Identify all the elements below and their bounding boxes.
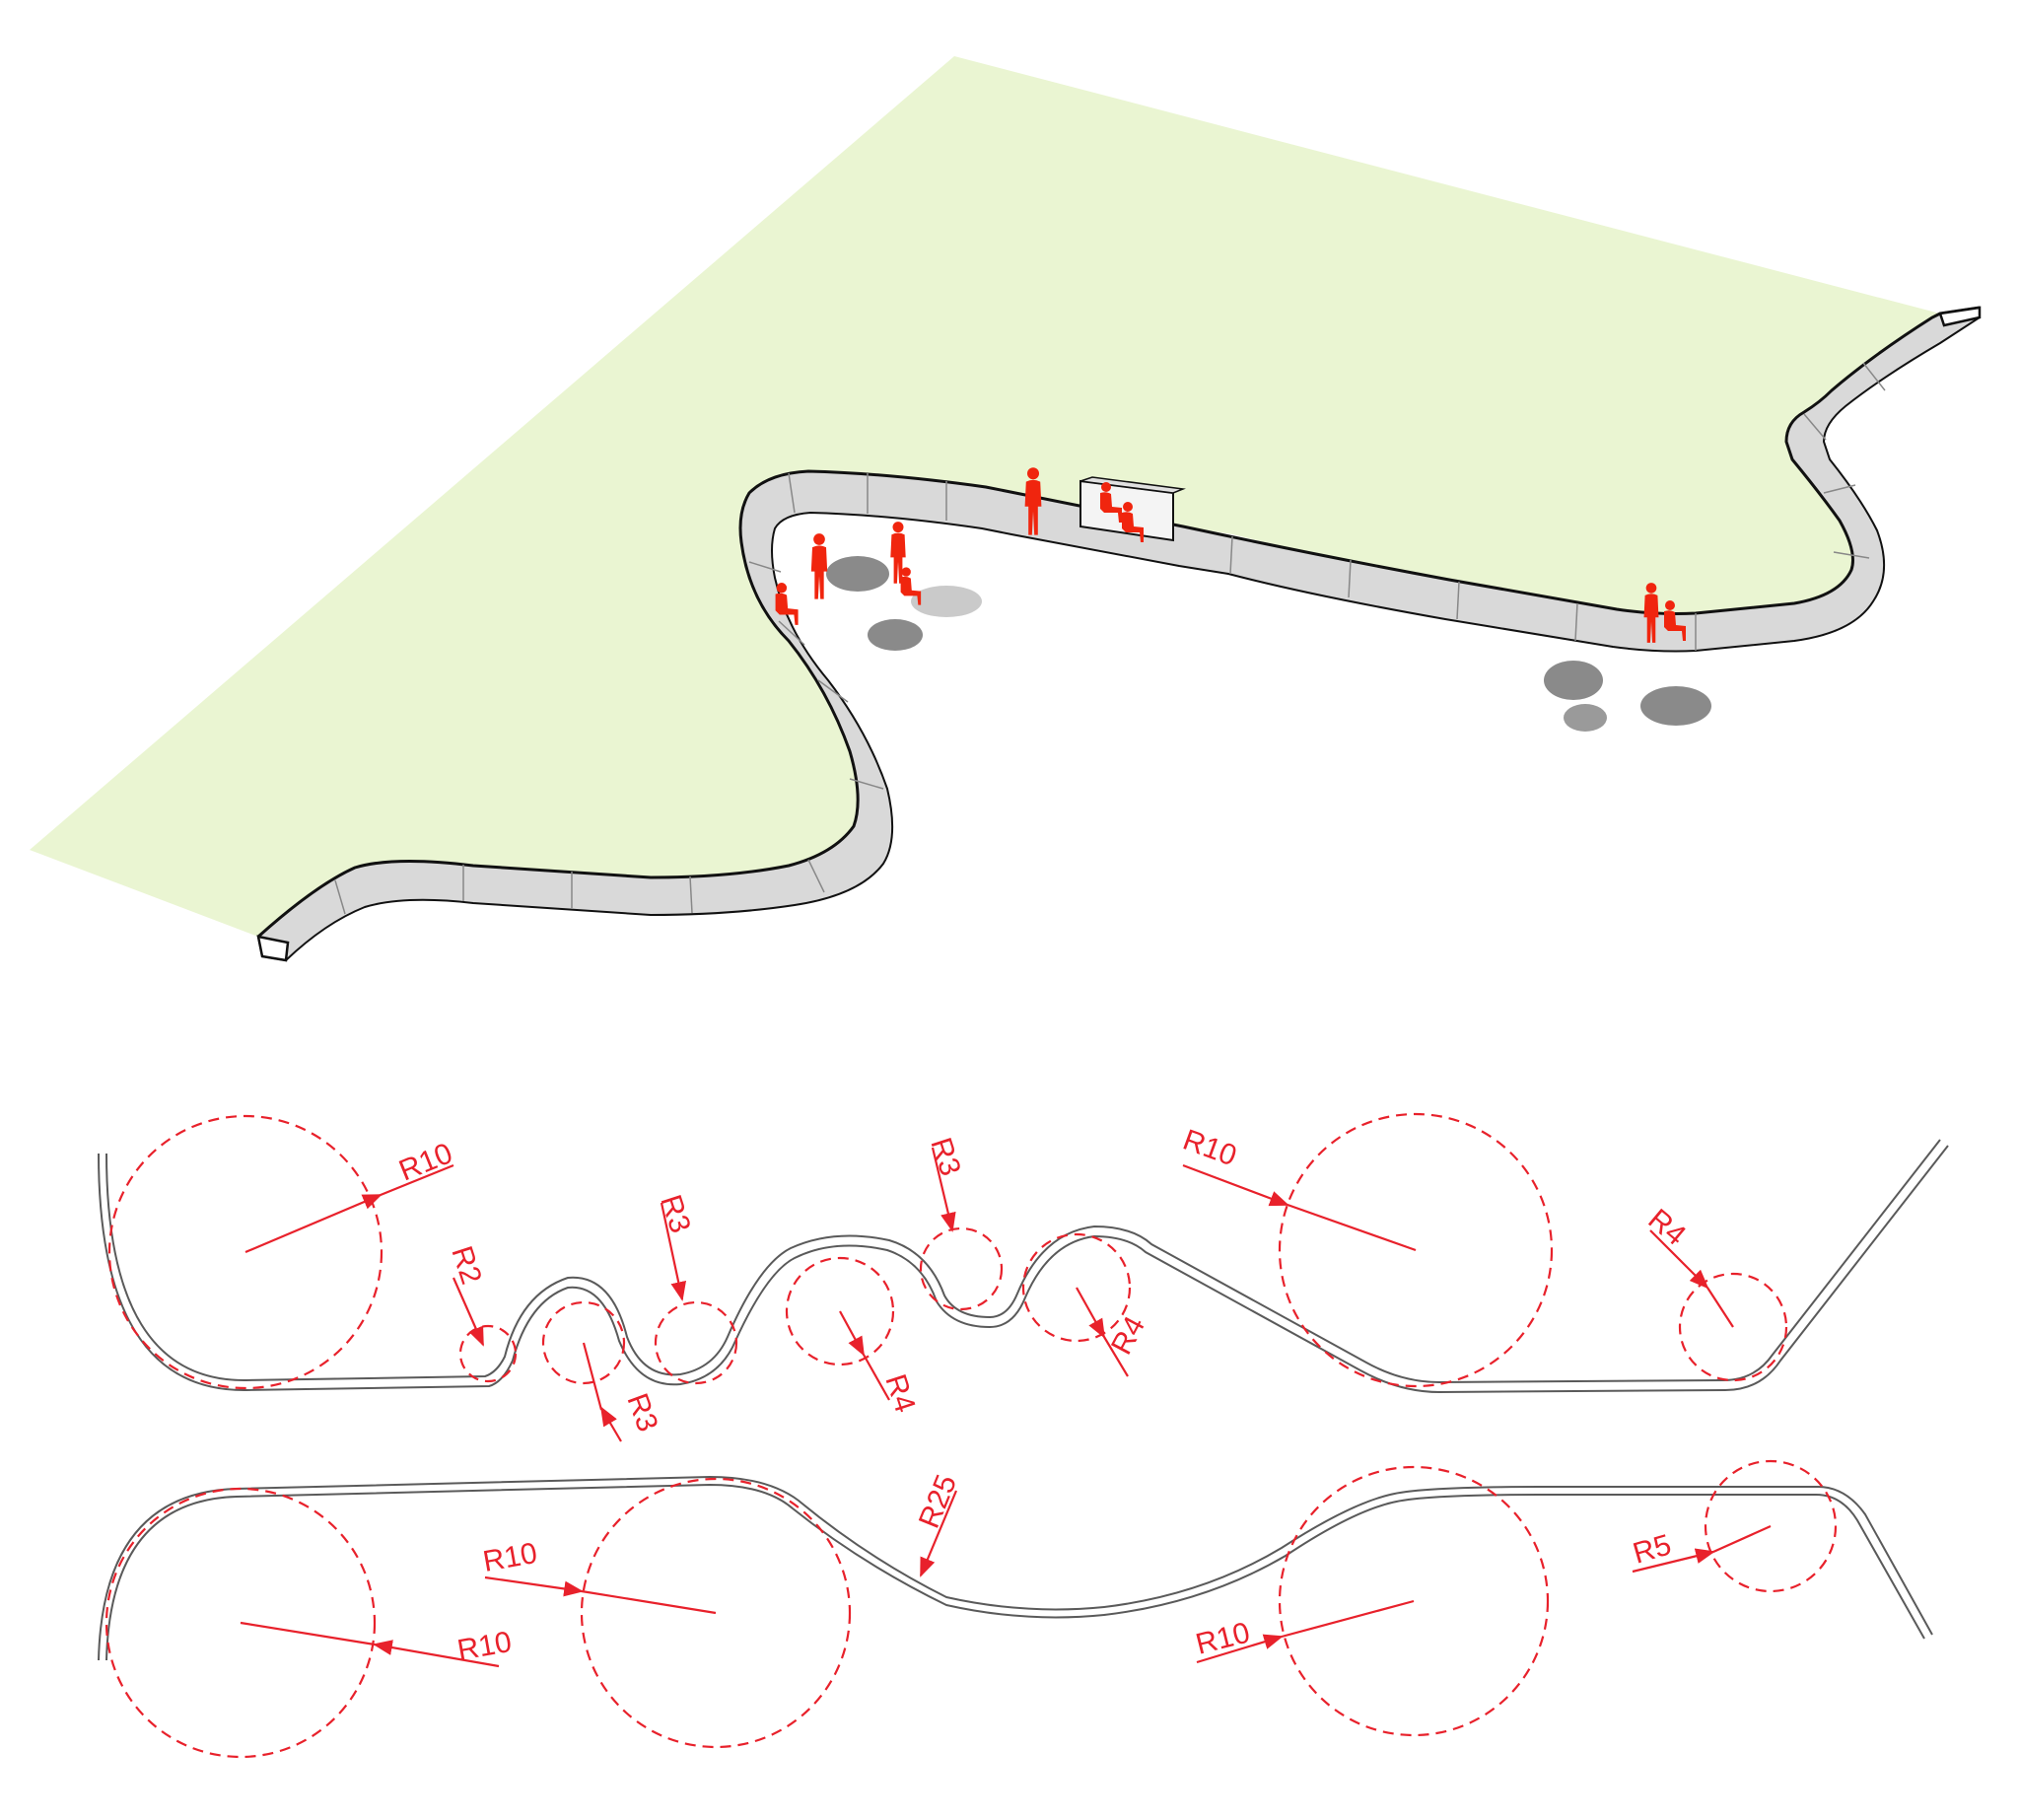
curb-end-west	[256, 935, 290, 962]
dimension-lines-top	[244, 1147, 1734, 1442]
radius-circle-r10-a	[107, 1114, 383, 1390]
radius-circle-r3-b	[654, 1300, 738, 1385]
lawn-area	[30, 56, 1940, 937]
dimension-lines-bottom	[240, 1490, 1772, 1668]
plan-bottom: R10 R10 R25 R10 R5	[98, 1459, 1933, 1759]
radius-label: R10	[1179, 1124, 1241, 1173]
radius-circle-r4-c	[1678, 1272, 1788, 1382]
curb-outline-bottom-inner	[105, 1483, 1925, 1661]
radius-label: R10	[480, 1537, 539, 1578]
curb-outline-top-inner	[105, 1139, 1941, 1384]
stone-icon	[1564, 704, 1607, 732]
curb-end-east	[1938, 306, 1982, 327]
radius-circle-r3-a	[541, 1300, 626, 1385]
radius-label: R10	[1193, 1616, 1253, 1660]
radius-circle-r4-a	[785, 1256, 895, 1366]
radius-label: R10	[394, 1137, 456, 1187]
radius-label: R2	[445, 1242, 487, 1289]
stone-icon	[1544, 661, 1603, 700]
stone-icon	[911, 586, 982, 617]
radius-label: R25	[913, 1470, 963, 1532]
axonometric-view	[30, 56, 1982, 962]
radius-label: R4	[1642, 1203, 1693, 1252]
person-icon	[900, 567, 922, 605]
radius-circle-r2	[458, 1324, 518, 1383]
radius-label: R3	[620, 1389, 663, 1435]
curb-outline-bottom	[98, 1475, 1933, 1661]
curb-outline-top	[98, 1145, 1949, 1394]
radius-circle-r10-b	[1278, 1112, 1554, 1388]
radius-circle-r10-c	[104, 1487, 377, 1759]
radius-label: R5	[1630, 1528, 1675, 1570]
radius-circle-r10-d	[580, 1477, 852, 1749]
stone-icon	[1640, 686, 1711, 726]
curb-top-edge	[256, 306, 1981, 939]
stone-icon	[826, 556, 889, 592]
radius-label: R4	[878, 1370, 921, 1417]
radius-circle-r5	[1704, 1459, 1838, 1593]
radius-labels-bottom: R10 R10 R25 R10 R5	[454, 1470, 1674, 1667]
radius-label: R10	[454, 1626, 514, 1667]
radius-label: R3	[654, 1191, 696, 1237]
person-icon	[810, 533, 828, 599]
radius-circle-r4-b	[1021, 1232, 1132, 1343]
stone-icon	[868, 619, 923, 651]
stones	[826, 556, 1711, 732]
radius-label: R4	[1105, 1311, 1151, 1360]
radius-label: R3	[924, 1134, 966, 1180]
radius-circle-r3-c	[919, 1226, 1004, 1311]
plan-top: R10 R2 R3 R3 R4 R3 R4 R10 R4	[98, 1112, 1949, 1442]
radius-circle-r10-e	[1278, 1465, 1550, 1737]
curb-segment-joints	[334, 362, 1886, 915]
